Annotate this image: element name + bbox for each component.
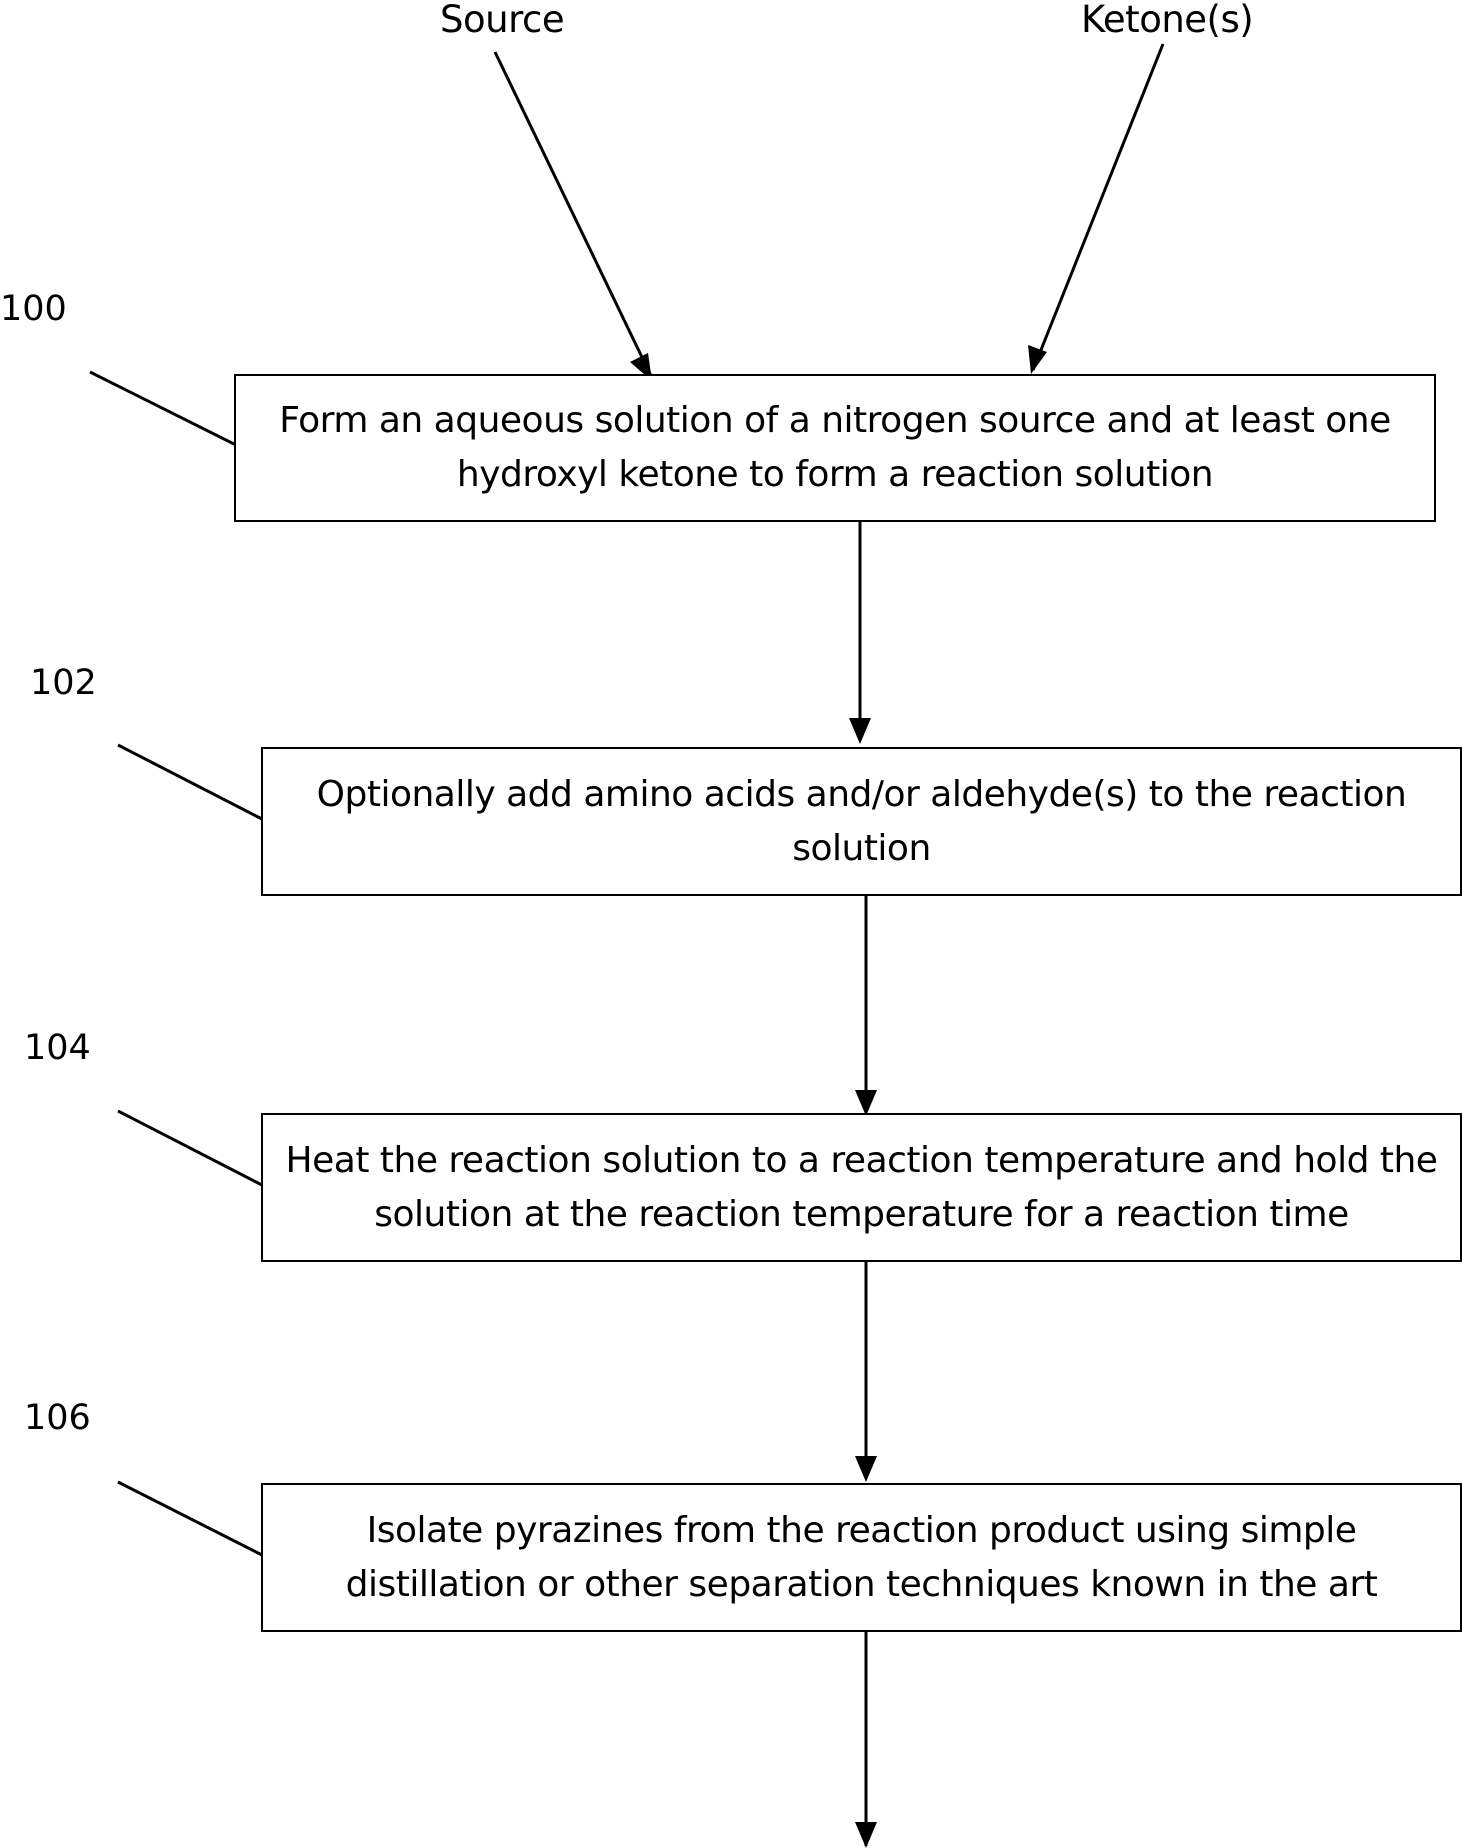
arrowhead-102 bbox=[849, 718, 871, 744]
ketones-label: Ketone(s) bbox=[1081, 1, 1253, 38]
step-106-box: Isolate pyrazines from the reaction prod… bbox=[261, 1483, 1462, 1632]
step-106-text: Isolate pyrazines from the reaction prod… bbox=[263, 1504, 1460, 1612]
source-arrow bbox=[495, 52, 652, 378]
step-104-text: Heat the reaction solution to a reaction… bbox=[263, 1134, 1460, 1242]
arrowhead-out bbox=[855, 1822, 877, 1848]
ref-number-106: 106 bbox=[24, 1401, 91, 1436]
ketones-arrowhead bbox=[1028, 345, 1047, 374]
ref-leader-104 bbox=[118, 1111, 262, 1185]
ref-leader-100 bbox=[90, 372, 236, 445]
arrowhead-106 bbox=[855, 1456, 877, 1482]
ref-number-104: 104 bbox=[24, 1031, 91, 1066]
step-100-text: Form an aqueous solution of a nitrogen s… bbox=[236, 394, 1434, 502]
ref-number-100: 100 bbox=[0, 292, 67, 327]
step-102-box: Optionally add amino acids and/or aldehy… bbox=[261, 747, 1462, 896]
step-100-box: Form an aqueous solution of a nitrogen s… bbox=[234, 374, 1436, 522]
ref-leader-106 bbox=[118, 1482, 262, 1555]
ref-leader-102 bbox=[118, 745, 262, 819]
step-104-box: Heat the reaction solution to a reaction… bbox=[261, 1113, 1462, 1262]
step-102-text: Optionally add amino acids and/or aldehy… bbox=[263, 768, 1460, 876]
ketones-arrow bbox=[1033, 44, 1163, 370]
ref-number-102: 102 bbox=[30, 666, 97, 701]
source-label: Source bbox=[440, 1, 564, 38]
